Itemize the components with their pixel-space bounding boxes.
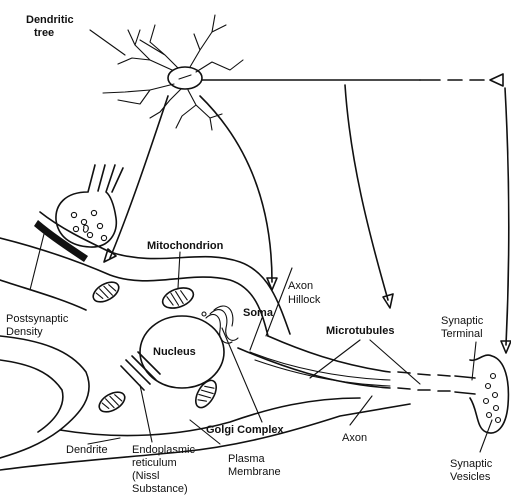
label-microtubules: Microtubules: [326, 325, 394, 337]
label-synaptic-terminal-2: Terminal: [441, 328, 483, 340]
lower-left-inner: [0, 360, 63, 432]
label-synaptic-vesicles-2: Vesicles: [450, 471, 491, 483]
leader-golgi: [222, 328, 262, 422]
label-golgi-complex: Golgi Complex: [206, 424, 285, 436]
leader-synaptic-vesicles: [480, 420, 492, 452]
lower-left-membrane: [0, 336, 89, 458]
left-inner-dendrite: [0, 280, 86, 310]
leader-synaptic-terminal: [472, 342, 476, 380]
arrow-head-1: [104, 249, 116, 262]
presynaptic-bouton: [56, 165, 123, 247]
label-postsynaptic-1: Postsynaptic: [6, 313, 69, 325]
label-soma: Soma: [243, 307, 274, 319]
label-dendritic-tree-1: Dendritic: [26, 14, 74, 26]
arrow-head-3: [383, 294, 393, 308]
label-axon-hillock-2: Hillock: [288, 294, 321, 306]
leader-er: [140, 385, 152, 442]
leader-microtubules: [310, 340, 420, 384]
leader-postsynaptic: [30, 230, 45, 290]
overview-soma: [168, 67, 202, 89]
golgi-complex-shape: [202, 306, 238, 343]
label-mitochondrion: Mitochondrion: [147, 240, 224, 252]
arrow-to-terminal: [505, 88, 509, 345]
overview-nucleus-mark: [179, 75, 191, 79]
pointer-arrows: [104, 85, 511, 353]
label-er-4: Substance): [132, 483, 188, 495]
overview-dendrites: [103, 15, 243, 130]
leader-lines: [30, 30, 492, 452]
label-synaptic-terminal-1: Synaptic: [441, 315, 484, 327]
label-plasma-membrane-2: Membrane: [228, 466, 281, 478]
label-dendritic-tree-2: tree: [34, 27, 54, 39]
label-nucleus: Nucleus: [153, 346, 196, 358]
label-plasma-membrane-1: Plasma: [228, 453, 266, 465]
overview-terminal: [490, 74, 503, 86]
label-axon: Axon: [342, 432, 367, 444]
leader-dendritic-tree: [90, 30, 125, 55]
label-er-3: (Nissl: [132, 470, 160, 482]
label-er-2: reticulum: [132, 457, 177, 469]
label-postsynaptic-2: Density: [6, 326, 43, 338]
label-axon-hillock-1: Axon: [288, 280, 313, 292]
label-dendrite: Dendrite: [66, 444, 108, 456]
leader-soma: [250, 318, 262, 350]
arrow-to-axon: [345, 85, 388, 300]
label-synaptic-vesicles-1: Synaptic: [450, 458, 493, 470]
axon-shaft: [238, 336, 475, 394]
label-er-1: Endoplasmic: [132, 444, 195, 456]
